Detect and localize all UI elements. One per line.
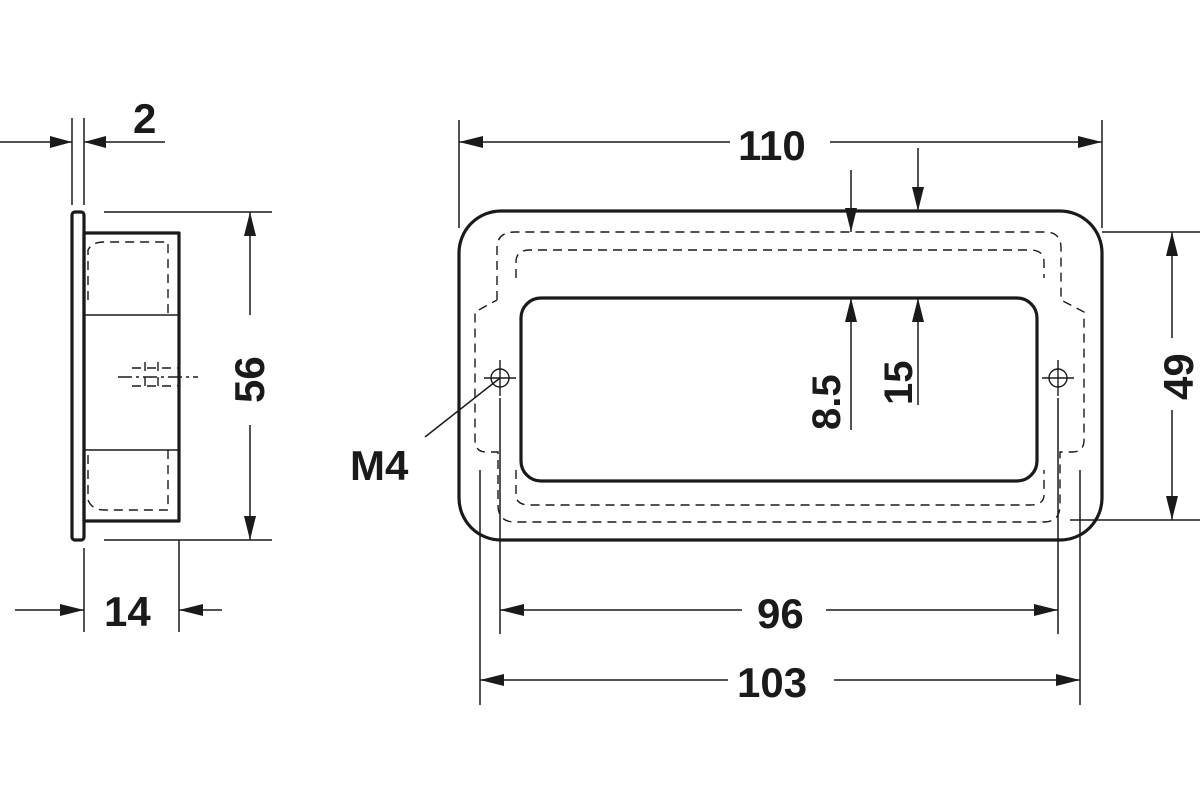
dim-rim-offset: 8.5 — [805, 374, 849, 430]
dim-plate-thickness: 2 — [133, 95, 156, 142]
dim-side-depth: 14 — [104, 588, 151, 635]
front-view-hidden-outline-outer — [474, 231, 1085, 523]
front-view: 110 49 8.5 15 96 103 — [350, 120, 1200, 706]
front-view-outer-plate — [457, 209, 1104, 542]
dim-recess-width: 96 — [757, 590, 804, 637]
dim-side-height: 56 — [226, 356, 273, 403]
side-view-hidden-bottom — [87, 450, 169, 511]
front-view-hidden-outline-inner — [515, 249, 1045, 506]
dim-overall-height: 49 — [1155, 353, 1200, 400]
screw-thread-label: M4 — [350, 442, 409, 489]
dim-overall-width: 110 — [738, 122, 806, 169]
side-view-hidden-top — [87, 241, 169, 315]
dim-hole-spacing: 103 — [737, 659, 807, 706]
side-view-front-plate — [70, 210, 86, 542]
front-view-grip-recess — [519, 296, 1039, 483]
dim-grip-offset: 15 — [877, 361, 921, 406]
screw-thread-leader — [424, 377, 501, 438]
side-view: 2 56 14 — [0, 95, 273, 635]
side-view-screw-hole — [132, 362, 180, 392]
